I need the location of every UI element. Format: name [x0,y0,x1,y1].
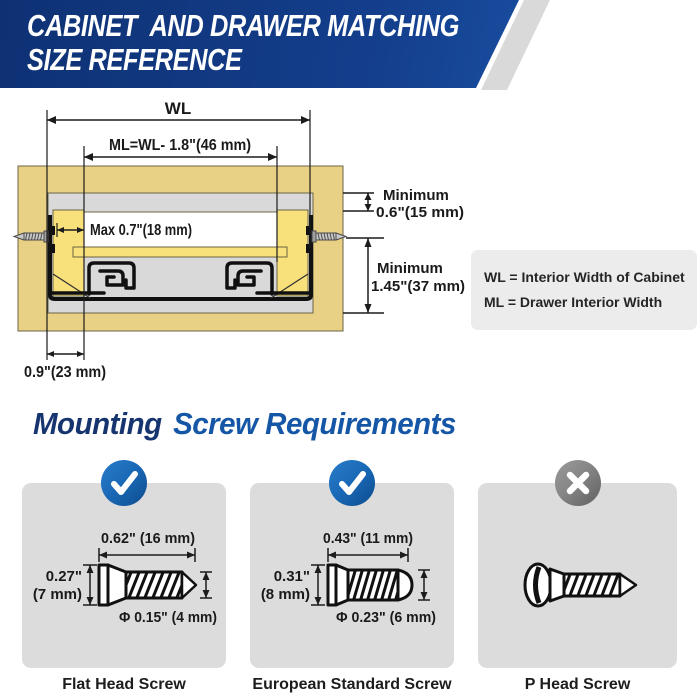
min-side-label-line2: 1.45"(37 mm) [371,278,465,295]
cabinet-drawer-diagram: WL ML=WL- 1.8"(46 mm) Max 0.7"(18 mm) Mi… [12,99,465,381]
min-top-label-line1: Minimum [383,187,449,204]
right-mounting-screw-icon [311,230,348,243]
check-icon [339,471,366,495]
screw-height-label-in: 0.31" [274,568,310,585]
screw-height-label-mm: (8 mm) [261,586,310,603]
ml-dimension-label: ML=WL- 1.8"(46 mm) [109,137,251,154]
approved-badge [329,460,375,506]
header-banner: CABINET AND DRAWER MATCHING SIZE REFEREN… [0,0,519,88]
screw-diameter-label: Φ 0.23" (6 mm) [336,609,436,626]
max-thickness-label: Max 0.7"(18 mm) [90,222,192,239]
approved-badge [101,460,147,506]
min-top-label-line2: 0.6"(15 mm) [376,204,464,221]
check-icon [111,471,138,495]
card-label: P Head Screw [524,676,631,693]
flat-head-screw-diagram: 0.62" (16 mm) [33,530,217,626]
card-p-head-screw: P Head Screw [478,460,677,694]
legend-ml: ML = Drawer Interior Width [484,294,663,310]
european-screw-diagram: 0.43" (11 mm) [261,530,436,626]
section-title-part2: Screw Requirements [173,406,456,441]
p-head-screw-diagram [523,562,638,608]
left-mounting-screw-icon [12,230,49,243]
legend-box: WL = Interior Width of Cabinet ML = Draw… [471,250,697,330]
card-panel: 0.62" (16 mm) [22,460,226,668]
screw-diameter-label: Φ 0.15" (4 mm) [119,609,217,626]
screw-length-label: 0.43" (11 mm) [323,530,413,547]
slide-rail-left [48,261,136,296]
slide-rail-right [225,261,313,296]
min-side-label-line1: Minimum [377,260,443,277]
drawer-cross-section [52,209,309,297]
screw-height-label-mm: (7 mm) [33,586,82,603]
dimension-lines [46,110,384,360]
screw-height-label-in: 0.27" [46,568,82,585]
card-label: European Standard Screw [252,676,452,693]
page-title: CABINET AND DRAWER MATCHING SIZE REFEREN… [27,8,519,77]
card-label: Flat Head Screw [62,676,186,693]
legend-wl: WL = Interior Width of Cabinet [484,269,685,285]
screw-length-label: 0.62" (16 mm) [101,530,195,547]
rejected-badge [554,460,601,506]
european-screw-icon [326,563,414,607]
page-title-line2: SIZE REFERENCE [27,42,242,77]
card-flat-head-screw: 0.62" (16 mm) [22,460,226,694]
page-title-line1: CABINET AND DRAWER MATCHING [27,8,459,43]
card-panel [478,460,677,668]
p-head-screw-icon [523,562,638,608]
card-european-standard-screw: 0.43" (11 mm) [250,460,454,694]
wl-dimension-label: WL [165,99,191,118]
card-panel: 0.43" (11 mm) [250,460,454,668]
section-title: Mounting Screw Requirements [33,406,456,442]
x-icon [566,471,589,495]
section-title-part1: Mounting [33,406,162,441]
flat-head-screw-icon [97,563,198,607]
bottom-offset-label: 0.9"(23 mm) [24,364,106,381]
